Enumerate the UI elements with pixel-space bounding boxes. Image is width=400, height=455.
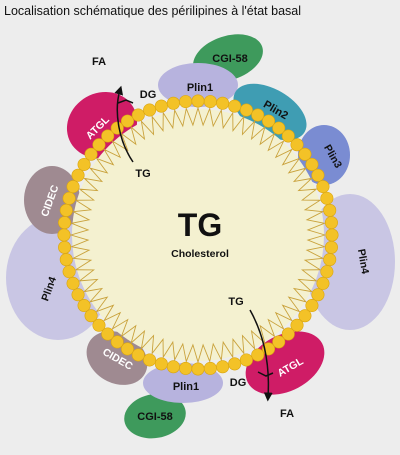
phospholipid-head — [320, 191, 334, 205]
core-main-label: TG — [178, 207, 222, 243]
phospholipid-head — [290, 138, 304, 152]
phospholipid-head — [281, 327, 295, 341]
phospholipid-head — [323, 253, 337, 267]
phospholipid-head — [320, 265, 334, 279]
plin1-bottom-label: Plin1 — [173, 381, 199, 393]
reaction-top-dg-tick — [117, 99, 134, 104]
phospholipid-head — [62, 265, 76, 279]
cgi58-top-label: CGI-58 — [212, 53, 247, 65]
phospholipid-head — [316, 276, 330, 290]
phospholipid-head — [191, 94, 205, 108]
phospholipid-head — [272, 335, 286, 349]
phospholipid-head — [101, 327, 115, 341]
plin1-top-shape — [158, 63, 238, 107]
phospholipid-head — [110, 335, 124, 349]
phospholipid-head — [239, 103, 253, 117]
phospholipid-head — [66, 180, 80, 194]
phospholipid-head — [58, 216, 72, 230]
phospholipid-head — [154, 357, 168, 371]
phospholipid-head — [71, 168, 85, 182]
phospholipid-head — [311, 168, 325, 182]
phospholipid-head — [281, 129, 295, 143]
phospholipid-head — [131, 348, 145, 362]
phospholipid-head — [66, 276, 80, 290]
reaction-top-product: FA — [92, 56, 106, 68]
phospholipid-head — [311, 288, 325, 302]
phospholipid-head — [251, 108, 265, 122]
phospholipid-head — [251, 348, 265, 362]
phospholipid-head — [239, 353, 253, 367]
phospholipid-head — [131, 108, 145, 122]
reaction-bottom-product: FA — [280, 408, 294, 420]
phospholipid-head — [143, 103, 157, 117]
figure-title: Localisation schématique des périlipines… — [4, 4, 302, 18]
phospholipid-tail-zigzag — [69, 106, 327, 364]
plin4-right-label: Plin4 — [355, 248, 371, 275]
phospholipid-head — [92, 138, 106, 152]
phospholipid-head — [84, 309, 98, 323]
phospholipid-head — [324, 216, 338, 230]
phospholipid-head — [120, 114, 134, 128]
phospholipid-head — [324, 240, 338, 254]
phospholipid-head — [216, 360, 230, 374]
phospholipid-head — [203, 361, 217, 375]
phospholipid-head — [101, 129, 115, 143]
phospholipid-head — [84, 147, 98, 161]
reaction-top-substrate: TG — [135, 168, 150, 180]
phospholipid-head — [59, 203, 73, 217]
phospholipid-monolayer — [57, 94, 339, 376]
core-sub-label: Cholesterol — [171, 248, 229, 260]
phospholipid-head — [62, 191, 76, 205]
phospholipid-head — [59, 253, 73, 267]
phospholipid-head — [77, 299, 91, 313]
phospholipid-head — [179, 95, 193, 109]
phospholipid-head — [203, 95, 217, 109]
phospholipid-head — [166, 360, 180, 374]
phospholipid-head — [191, 362, 205, 376]
phospholipid-head — [298, 147, 312, 161]
phospholipid-head — [298, 309, 312, 323]
phospholipid-head — [57, 228, 71, 242]
phospholipid-head — [179, 361, 193, 375]
reaction-bottom-intermediate: DG — [230, 377, 247, 389]
phospholipid-head — [143, 353, 157, 367]
phospholipid-head — [272, 121, 286, 135]
phospholipid-head — [77, 157, 91, 171]
plin1-top-label: Plin1 — [187, 82, 213, 94]
reaction-bottom-dg-tick — [257, 371, 274, 377]
plin4-right-shape — [305, 194, 395, 330]
reaction-top-arrow — [114, 85, 134, 163]
reaction-top-intermediate: DG — [140, 89, 157, 101]
droplet-core — [72, 109, 324, 361]
phospholipid-head — [305, 157, 319, 171]
phospholipid-head — [228, 357, 242, 371]
reaction-bottom-arrow — [249, 309, 273, 402]
phospholipid-head — [58, 240, 72, 254]
phospholipid-head — [325, 228, 339, 242]
cgi58-bottom-shape — [124, 393, 186, 439]
phospholipid-head — [290, 318, 304, 332]
phospholipid-head — [228, 99, 242, 113]
phospholipid-head — [92, 318, 106, 332]
reaction-bottom-substrate: TG — [228, 296, 243, 308]
phospholipid-head — [71, 288, 85, 302]
phospholipid-head — [262, 114, 276, 128]
phospholipid-head — [154, 99, 168, 113]
phospholipid-head — [166, 96, 180, 110]
phospholipid-head — [120, 342, 134, 356]
phospholipid-head — [323, 203, 337, 217]
phospholipid-tails — [69, 106, 327, 364]
phospholipid-head — [316, 180, 330, 194]
phospholipid-head — [305, 299, 319, 313]
cgi58-bottom-label: CGI-58 — [137, 411, 172, 423]
phospholipid-head — [216, 96, 230, 110]
